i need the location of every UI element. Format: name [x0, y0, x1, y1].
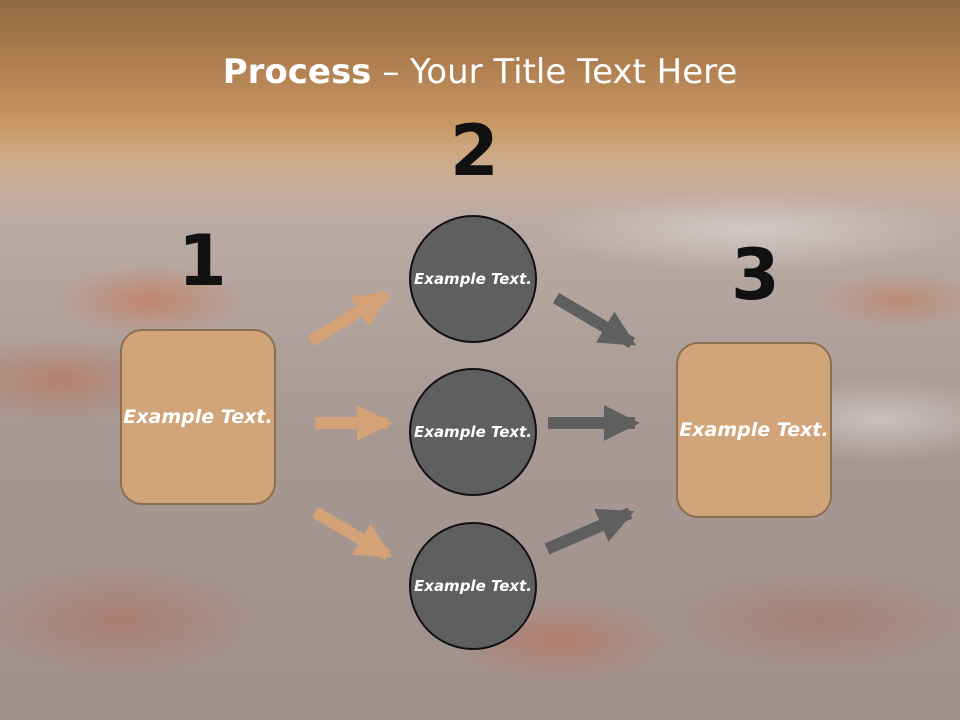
slide-title: Process – Your Title Text Here [0, 52, 960, 92]
right-box: Example Text. [676, 342, 832, 518]
circle-middle-text: Example Text. [414, 422, 532, 441]
title-bold: Process [222, 52, 372, 92]
right-box-text: Example Text. [679, 418, 829, 441]
arrow-left-to-top [307, 289, 391, 347]
circle-bottom: Example Text. [409, 522, 537, 650]
circle-bottom-text: Example Text. [414, 576, 532, 595]
title-rest: – Your Title Text Here [371, 52, 738, 92]
circle-middle: Example Text. [409, 368, 537, 496]
circle-top-text: Example Text. [414, 269, 532, 288]
arrow-bottom-to-right [544, 507, 635, 555]
circle-top: Example Text. [409, 215, 537, 343]
step-number-1: 1 [178, 220, 227, 302]
step-number-2: 2 [450, 110, 499, 192]
step-number-3: 3 [731, 234, 780, 316]
left-box: Example Text. [120, 329, 276, 505]
arrow-left-to-bottom [311, 506, 393, 561]
arrow-top-to-right [552, 292, 637, 349]
left-box-text: Example Text. [123, 405, 273, 428]
